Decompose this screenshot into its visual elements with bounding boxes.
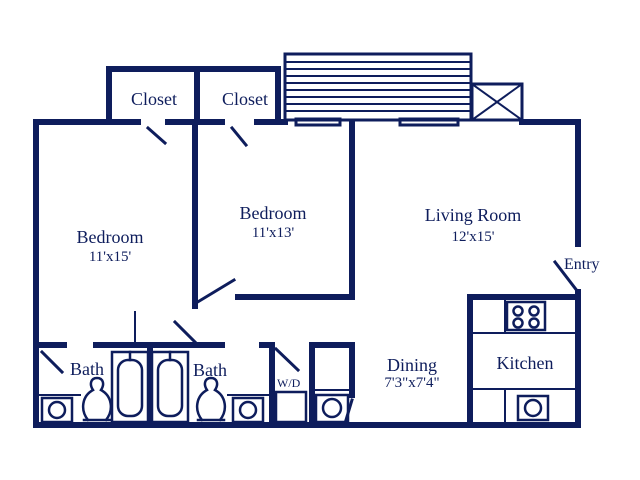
sink-icon xyxy=(231,396,265,424)
bathtub-icon xyxy=(150,350,190,424)
dining-size: 7'3"x7'4" xyxy=(384,375,440,391)
toilet-icon xyxy=(81,376,113,422)
entry-label: Entry xyxy=(564,256,600,273)
closet-left-label: Closet xyxy=(130,89,178,109)
balcony-deck-icon xyxy=(283,52,473,122)
door-swing-icon xyxy=(39,125,581,422)
hvac-closet-icon xyxy=(470,82,524,122)
walls xyxy=(33,66,581,428)
bedroom-mid-size: 11'x13' xyxy=(251,225,295,241)
water-heater-icon xyxy=(314,393,350,424)
kitchen-label: Kitchen xyxy=(496,353,554,373)
dining-label: Dining xyxy=(386,355,438,375)
bathtub-icon xyxy=(110,350,150,424)
living-room-size: 12'x15' xyxy=(451,229,495,245)
closet-right-label: Closet xyxy=(221,89,269,109)
bath-right-label: Bath xyxy=(193,360,227,380)
toilet-icon xyxy=(195,376,227,422)
sink-icon xyxy=(40,396,74,424)
washer-dryer-icon xyxy=(274,390,308,424)
stove-icon xyxy=(505,300,547,332)
washer-dryer-label: W/D xyxy=(277,376,301,390)
bedroom-mid-label: Bedroom xyxy=(239,203,307,223)
sink-icon xyxy=(516,394,550,422)
bedroom-left-size: 11'x15' xyxy=(88,249,132,265)
bedroom-left-label: Bedroom xyxy=(76,227,144,247)
living-room-label: Living Room xyxy=(424,205,522,225)
bath-left-label: Bath xyxy=(70,359,104,379)
